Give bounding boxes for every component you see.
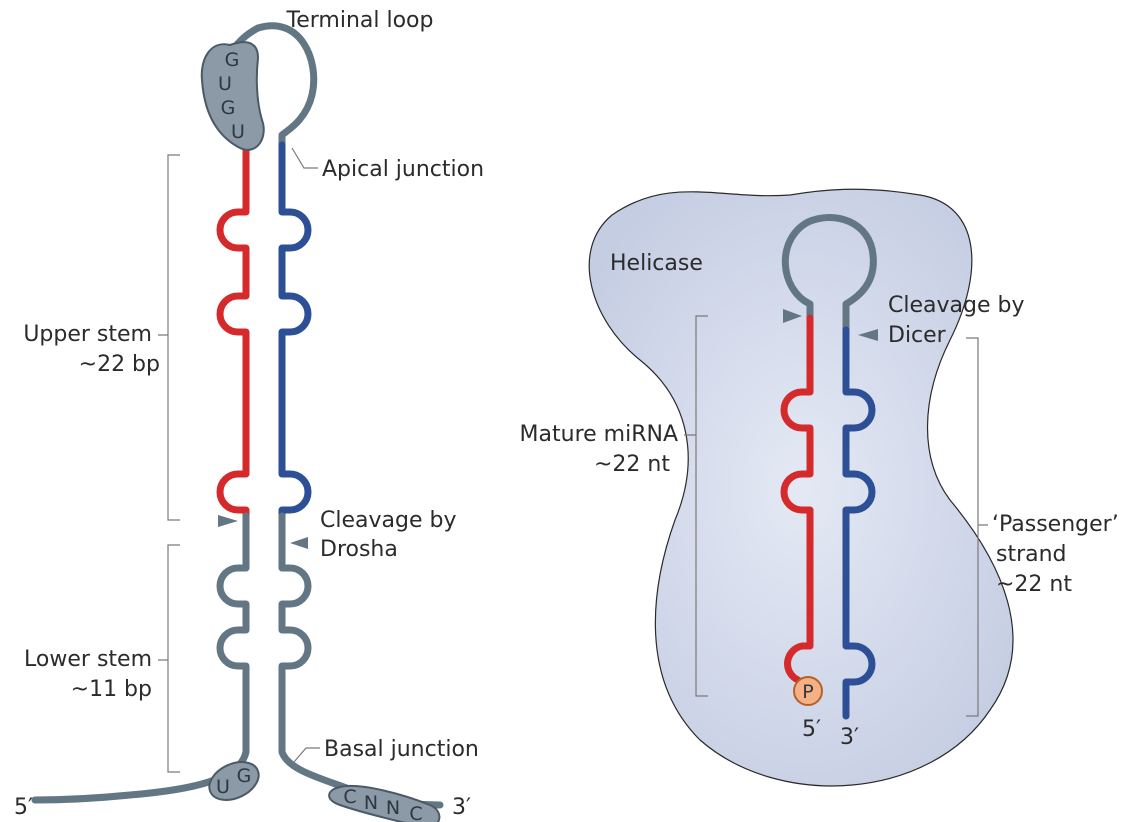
upper-stem-left-strand xyxy=(220,145,246,516)
cnnc-nt-4: C xyxy=(409,803,422,822)
pri-five-prime-label: 5′ xyxy=(14,795,33,820)
dicer-cleavage-label-line1: Cleavage by xyxy=(888,293,1024,318)
drosha-cleavage-arrow-left xyxy=(218,515,238,527)
upper-stem-size: ~22 bp xyxy=(79,352,160,377)
cnnc-nt-3: N xyxy=(386,797,400,819)
upper-stem-label: Upper stem xyxy=(23,322,152,347)
mature-mirna-size: ~22 nt xyxy=(594,452,670,477)
phosphate-group: P xyxy=(794,677,822,705)
passenger-strand-size: ~22 nt xyxy=(996,572,1072,597)
pri-three-prime-label: 3′ xyxy=(452,795,471,820)
helicase-label: Helicase xyxy=(610,251,703,276)
gugu-nt-4: U xyxy=(231,121,245,143)
basal-junction-label: Basal junction xyxy=(324,737,479,762)
gugu-motif: G U G U xyxy=(202,42,264,150)
gugu-nt-3: G xyxy=(221,97,236,119)
gugu-nt-2: U xyxy=(218,73,232,95)
drosha-cleavage-arrow-right xyxy=(290,537,308,549)
ug-nt-2: G xyxy=(237,765,252,787)
dicer-cleavage-label-line2: Dicer xyxy=(888,323,947,348)
phosphate-label: P xyxy=(802,681,813,703)
cnnc-nt-2: N xyxy=(364,792,378,814)
lower-stem-bracket xyxy=(158,545,180,772)
lower-stem-size: ~11 bp xyxy=(71,677,152,702)
terminal-loop-label: Terminal loop xyxy=(286,8,434,33)
drosha-cleavage-label-line2: Drosha xyxy=(320,537,398,562)
drosha-cleavage-label-line1: Cleavage by xyxy=(320,508,456,533)
ug-nt-1: U xyxy=(216,776,230,798)
passenger-strand-label-line2: strand xyxy=(996,542,1067,567)
passenger-strand-label-line1: ‘Passenger’ xyxy=(992,512,1119,537)
cnnc-nt-1: C xyxy=(343,786,356,808)
mature-mirna-label: Mature miRNA xyxy=(520,422,678,447)
apical-junction-leader xyxy=(292,148,318,168)
pre-five-prime-label: 5′ xyxy=(802,717,821,742)
gugu-nt-1: G xyxy=(225,49,240,71)
ug-motif: U G xyxy=(203,755,264,808)
cnnc-motif: C N N C xyxy=(329,786,439,822)
pre-three-prime-label: 3′ xyxy=(840,725,859,750)
basal-junction-leader xyxy=(294,748,320,762)
lower-stem-label: Lower stem xyxy=(24,647,152,672)
apical-junction-label: Apical junction xyxy=(322,157,484,182)
upper-stem-right-strand xyxy=(282,145,308,516)
upper-stem-bracket xyxy=(158,155,180,520)
